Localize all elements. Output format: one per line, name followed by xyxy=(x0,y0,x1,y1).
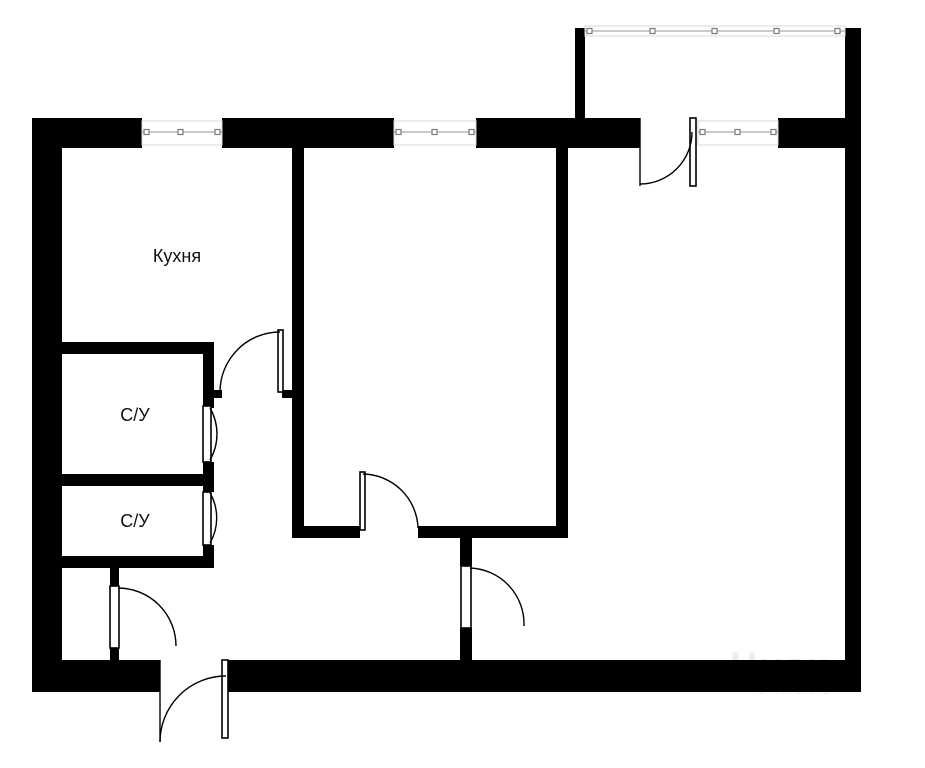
door-kitchen xyxy=(219,329,284,393)
room-label-kitchen: Кухня xyxy=(153,246,201,266)
window-large-room xyxy=(697,120,779,146)
windows xyxy=(141,25,846,146)
wall-corridor-right-top xyxy=(460,538,472,566)
wall-top-3 xyxy=(476,118,640,148)
door-bath-1 xyxy=(202,405,218,463)
balcony-wall-left xyxy=(575,28,585,120)
wall-bath1-right-top xyxy=(203,342,214,408)
wall-bottom-left xyxy=(32,660,160,692)
window-balcony xyxy=(584,25,846,37)
wall-bath2-bottom xyxy=(62,556,214,568)
door-bath-2 xyxy=(202,491,218,546)
wall-right xyxy=(845,28,861,692)
doors xyxy=(109,117,697,743)
door-middle-room xyxy=(359,471,419,531)
door-large-room xyxy=(460,565,525,629)
wall-middle-bottom-2 xyxy=(418,526,568,538)
door-entry xyxy=(159,659,229,743)
wall-middle-bottom-1 xyxy=(292,526,360,538)
wall-kitchen-bottom xyxy=(62,342,214,354)
door-balcony xyxy=(639,117,697,187)
wall-kitchen-right xyxy=(292,148,304,398)
outer-walls xyxy=(32,28,861,692)
window-middle-room xyxy=(393,120,477,146)
room-label-bath-2: С/У xyxy=(120,511,150,531)
wall-middle-right xyxy=(556,148,568,538)
wall-corridor-right-bottom xyxy=(460,628,472,660)
door-niche xyxy=(109,585,177,649)
wall-niche-bottom xyxy=(110,648,119,660)
wall-kitchen-door-jamb xyxy=(214,390,222,398)
wall-hall-jamb xyxy=(282,390,292,398)
wall-middle-left xyxy=(292,398,304,538)
window-kitchen xyxy=(141,120,223,146)
interior-walls xyxy=(62,148,568,660)
wall-bottom-right xyxy=(228,660,861,692)
room-label-bath-1: С/У xyxy=(120,405,150,425)
watermark: Циан ID 46618371 xyxy=(730,645,830,697)
wall-between-baths xyxy=(62,474,214,486)
wall-top-4 xyxy=(778,118,861,148)
watermark-id: ID 46618371 xyxy=(756,682,830,697)
wall-top-2 xyxy=(222,118,394,148)
wall-left xyxy=(32,118,62,692)
wall-niche xyxy=(110,568,119,586)
watermark-brand: Циан xyxy=(730,645,830,689)
wall-top-1 xyxy=(32,118,142,148)
